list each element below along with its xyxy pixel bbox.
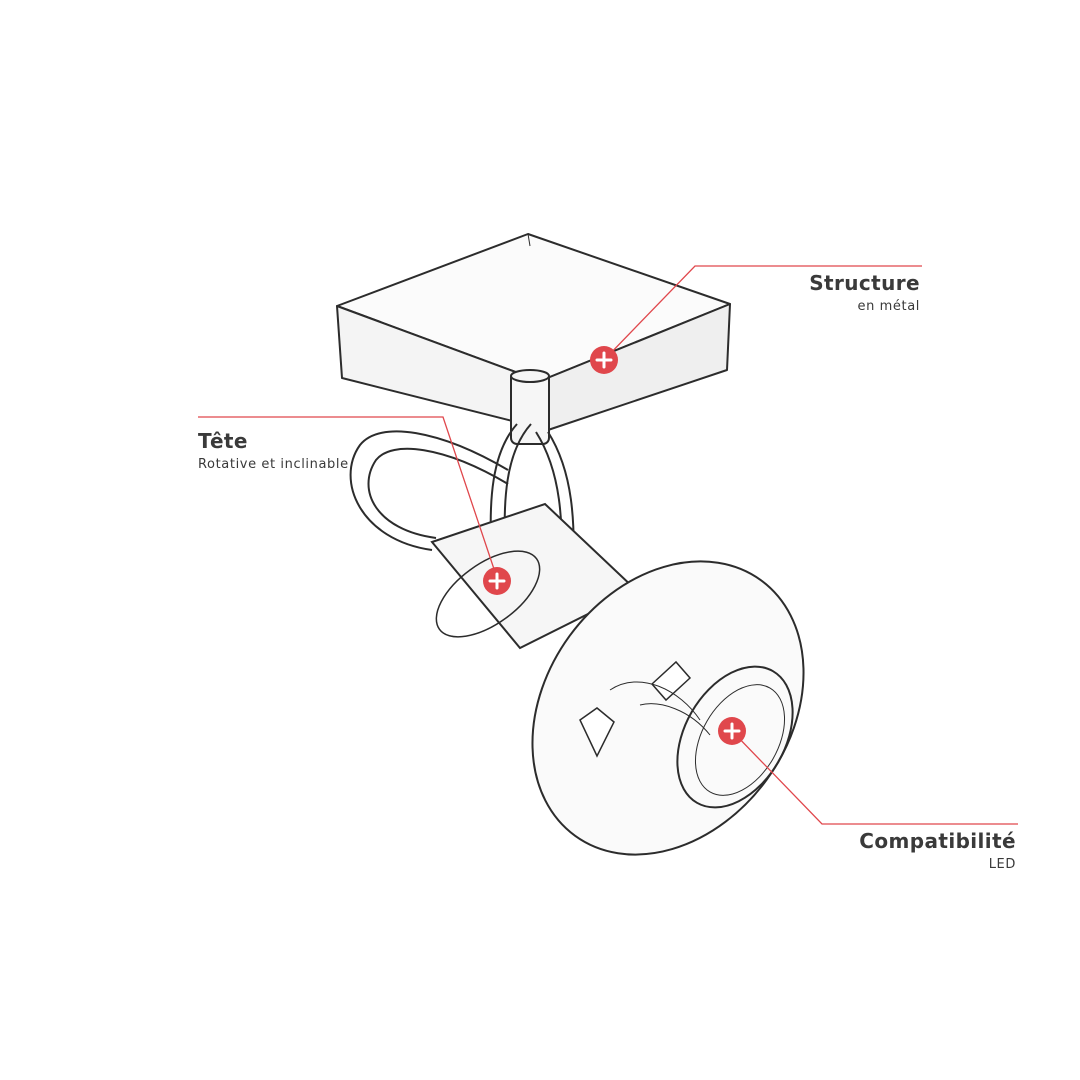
- callout-compatibilite: Compatibilité LED: [859, 830, 1016, 872]
- callout-tete-title: Tête: [198, 429, 248, 453]
- plus-icon: [488, 572, 506, 590]
- callout-compatibilite-subtitle: LED: [988, 857, 1016, 872]
- stem: [510, 369, 550, 445]
- hotspot-tete[interactable]: [483, 567, 511, 595]
- callout-tete-subtitle: Rotative et inclinable: [198, 457, 349, 472]
- callout-tete: Tête Rotative et inclinable: [198, 430, 349, 472]
- hotspot-structure[interactable]: [590, 346, 618, 374]
- glass-bulb: [531, 560, 805, 856]
- callout-structure: Structure en métal: [809, 272, 920, 314]
- plus-icon: [595, 351, 613, 369]
- cable: [349, 430, 509, 551]
- leader-lines: [198, 265, 1018, 825]
- callout-structure-title: Structure: [809, 271, 920, 295]
- callout-compatibilite-title: Compatibilité: [859, 829, 1016, 853]
- callout-structure-subtitle: en métal: [857, 299, 920, 314]
- hotspot-compatibilite[interactable]: [718, 717, 746, 745]
- plus-icon: [723, 722, 741, 740]
- ceiling-plate: [336, 233, 731, 431]
